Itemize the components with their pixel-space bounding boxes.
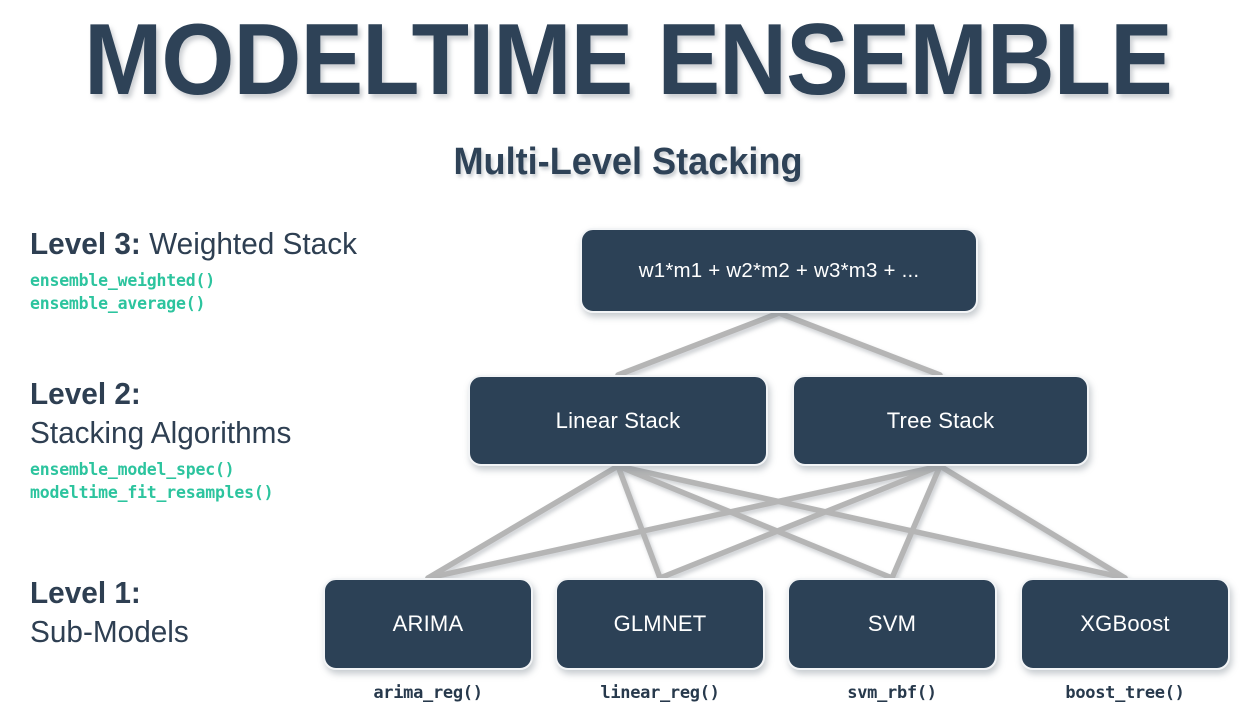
level-1-heading: Level 1: <box>30 573 189 612</box>
level-2-heading-strong: Level 2: <box>30 376 141 411</box>
node-arima-label: ARIMA <box>392 611 464 636</box>
level-1-heading-strong: Level 1: <box>30 575 141 610</box>
link-weighted-to-tree <box>776 310 943 378</box>
level-3-function-list: ensemble_weighted() ensemble_average() <box>30 269 371 315</box>
link-tree-to-arima <box>425 463 943 581</box>
node-weighted-stack-label: w1*m1 + w2*m2 + w3*m3 + ... <box>638 258 920 282</box>
node-svm[interactable]: SVM <box>787 578 997 670</box>
node-linear-stack[interactable]: Linear Stack <box>468 375 768 466</box>
node-tree-stack[interactable]: Tree Stack <box>792 375 1089 466</box>
page-subtitle: Multi-Level Stacking <box>453 141 803 183</box>
node-tree-stack-label: Tree Stack <box>886 407 995 433</box>
link-tree-to-svm <box>889 463 943 581</box>
link-linear-to-svm <box>615 463 895 581</box>
node-svm-function: svm_rbf() <box>847 683 937 703</box>
level-2-function-list: ensemble_model_spec() modeltime_fit_resa… <box>30 458 302 504</box>
node-xgboost-label: XGBoost <box>1080 611 1170 636</box>
node-linear-stack-label: Linear Stack <box>555 407 681 433</box>
level-3-function-1: ensemble_weighted() <box>30 271 215 290</box>
level-3-caption: Level 3: Weighted Stack ensemble_weighte… <box>30 224 371 315</box>
node-svm-label: SVM <box>867 611 917 636</box>
level-2-subline: Stacking Algorithms <box>30 415 292 450</box>
link-tree-to-glmnet <box>657 463 943 581</box>
level-3-heading-strong: Level 3: <box>30 226 141 261</box>
node-arima-function: arima_reg() <box>373 683 483 703</box>
level-1-subline: Sub-Models <box>30 614 189 649</box>
node-glmnet-label: GLMNET <box>613 611 707 636</box>
node-weighted-stack[interactable]: w1*m1 + w2*m2 + w3*m3 + ... <box>580 228 978 313</box>
page-title: MODELTIME ENSEMBLE <box>84 4 1173 116</box>
level-1-caption: Level 1: Sub-Models <box>30 573 195 651</box>
level-2-heading: Level 2: <box>30 374 291 413</box>
level-2-function-2: modeltime_fit_resamples() <box>30 483 274 502</box>
node-xgboost[interactable]: XGBoost <box>1020 578 1230 670</box>
node-xgboost-function: boost_tree() <box>1065 683 1185 703</box>
node-glmnet[interactable]: GLMNET <box>555 578 765 670</box>
link-tree-to-xgboost <box>937 463 1128 581</box>
level-3-heading: Level 3: Weighted Stack <box>30 224 357 263</box>
link-linear-to-glmnet <box>615 463 663 581</box>
node-glmnet-function: linear_reg() <box>600 683 720 703</box>
level-3-function-2: ensemble_average() <box>30 294 206 313</box>
link-weighted-to-linear <box>615 310 782 378</box>
node-arima[interactable]: ARIMA <box>323 578 533 670</box>
level-2-function-1: ensemble_model_spec() <box>30 460 235 479</box>
link-linear-to-arima <box>425 463 621 581</box>
level-2-caption: Level 2: Stacking Algorithms ensemble_mo… <box>30 374 302 504</box>
link-linear-to-xgboost <box>615 463 1128 581</box>
level-3-heading-rest: Weighted Stack <box>140 226 357 261</box>
